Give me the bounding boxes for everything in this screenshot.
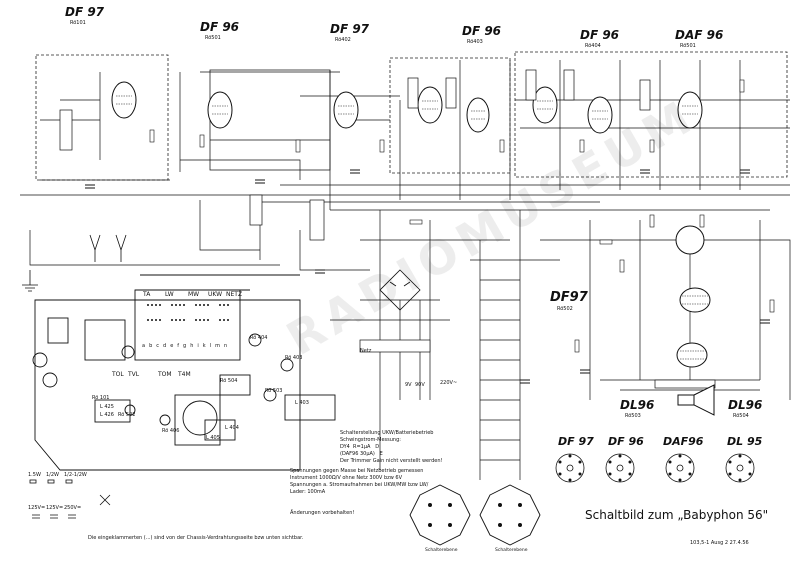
chassis-part-1: Rö 101 xyxy=(92,395,110,401)
pinout-pins xyxy=(558,454,752,482)
bridge-rectifier xyxy=(379,269,421,311)
note-chassis-view: Die eingeklammerten (...) sind von der C… xyxy=(88,535,304,541)
chassis-part-3: Rö 404 xyxy=(250,335,268,341)
pinout-title-1: DF 97 xyxy=(558,435,594,448)
chassis-part-11: L 404 xyxy=(225,425,239,431)
band-button-k: k xyxy=(202,343,206,349)
band-mw: MW xyxy=(188,291,200,298)
band-button-h: h xyxy=(190,343,194,349)
switch-wafers xyxy=(409,484,541,546)
coils xyxy=(59,69,716,389)
tube-ref-4: Rö403 xyxy=(467,39,483,45)
tube-ref-2: Rö501 xyxy=(205,35,221,41)
band-netz: NETZ xyxy=(226,291,243,298)
resistor-legend-1: 1.5W xyxy=(28,472,41,478)
schematic-title: Schaltbild zum „Babyphon 56" xyxy=(585,508,769,522)
band-button-l: l xyxy=(209,343,212,349)
switch-label-left: Schalterebene xyxy=(425,548,458,553)
chassis-part-10: L 403 xyxy=(295,400,309,406)
tube-title-2: DF 96 xyxy=(200,20,240,34)
switch-wafer-contacts xyxy=(428,503,522,527)
output-df97-ref: Rö502 xyxy=(557,306,573,312)
output-dl96-left-title: DL96 xyxy=(620,398,655,412)
knob-tvl: TVL xyxy=(128,371,140,378)
doc-number: 103,5-1 Ausg 2 27.4.56 xyxy=(690,540,749,546)
chassis-layout xyxy=(32,274,336,471)
output-dl96-right-title: DL96 xyxy=(728,398,763,412)
output-dl96-left-ref: Rö503 xyxy=(625,413,641,419)
note-measure: Spannungen gegen Masse bei Netzbetrieb g… xyxy=(290,468,429,495)
note-switch: Schalterstellung UKW/Batteriebetrieb Sch… xyxy=(340,430,443,464)
tube-grids xyxy=(116,95,708,360)
chassis-part-9: L 426 xyxy=(100,412,114,418)
mains-netz: Netz xyxy=(360,348,372,354)
note-changes: Änderungen vorbehalten! xyxy=(290,510,355,516)
chassis-part-2: Rö 502 xyxy=(118,412,136,418)
tube-ref-5: Rö404 xyxy=(585,43,601,49)
band-lw: LW xyxy=(165,291,174,298)
chassis-part-6: Rö 503 xyxy=(265,388,283,394)
chassis-part-5: Rö 406 xyxy=(162,428,180,434)
band-button-e: e xyxy=(170,343,174,349)
chassis-part-7: Rö 504 xyxy=(220,378,238,384)
knob-tol: TOL xyxy=(112,371,124,378)
band-button-c: c xyxy=(156,343,160,349)
band-button-g: g xyxy=(183,343,187,349)
mains-ac: 220V~ xyxy=(440,380,458,386)
band-button-b: b xyxy=(149,343,153,349)
voltage-legend-2: 125V= xyxy=(46,505,64,511)
pinout-sockets xyxy=(555,453,755,483)
band-button-m: m xyxy=(215,343,220,349)
tube-title-3: DF 97 xyxy=(330,22,370,36)
tube-envelopes xyxy=(111,81,711,368)
knob-tom: TOM xyxy=(158,371,172,378)
resistor-legend-3: 1/2-1/2W xyxy=(64,472,87,478)
resistors xyxy=(149,79,775,353)
band-button-a: a xyxy=(142,343,146,349)
band-ta: TA xyxy=(143,291,151,298)
band-button-n: n xyxy=(223,343,228,349)
band-switch-contacts xyxy=(147,304,229,321)
output-dl96-right-ref: Rö504 xyxy=(733,413,749,419)
mains-anode: 90V xyxy=(415,382,425,388)
band-button-d: d xyxy=(163,343,167,349)
switch-label-right: Schalterebene xyxy=(495,548,528,553)
loudspeaker xyxy=(677,384,715,416)
antennas xyxy=(22,234,127,292)
pinout-title-4: DL 95 xyxy=(727,435,763,448)
pinout-title-2: DF 96 xyxy=(608,435,644,448)
mains-bat: 9V xyxy=(405,382,412,388)
tube-title-5: DF 96 xyxy=(580,28,620,42)
tube-ref-6: Rö501 xyxy=(680,43,696,49)
capacitors xyxy=(85,169,770,384)
tube-title-6: DAF 96 xyxy=(675,28,724,42)
tube-ref-1: Rö101 xyxy=(70,20,86,26)
output-df97-title: DF97 xyxy=(550,290,588,305)
pinout-title-3: DAF96 xyxy=(663,435,704,448)
chassis-part-4: Rö 403 xyxy=(285,355,303,361)
chassis-part-12: L 405 xyxy=(206,435,220,441)
resistor-legend-2: 1/2W xyxy=(46,472,59,478)
band-ukw: UKW xyxy=(208,291,223,298)
tube-title-4: DF 96 xyxy=(462,24,502,38)
tube-ref-3: Rö402 xyxy=(335,37,351,43)
band-button-i: i xyxy=(197,343,199,349)
chassis-part-8: L 425 xyxy=(100,404,114,410)
voltage-legend-3: 250V= xyxy=(64,505,82,511)
voltage-legend-1: 125V= xyxy=(28,505,46,511)
knob-t4m: T4M xyxy=(178,371,191,378)
symbol-legend xyxy=(29,479,111,519)
tube-title-1: DF 97 xyxy=(65,5,105,19)
band-button-f: f xyxy=(177,343,180,349)
band-button-row: a b c d e f g h i k l m n xyxy=(142,343,227,349)
